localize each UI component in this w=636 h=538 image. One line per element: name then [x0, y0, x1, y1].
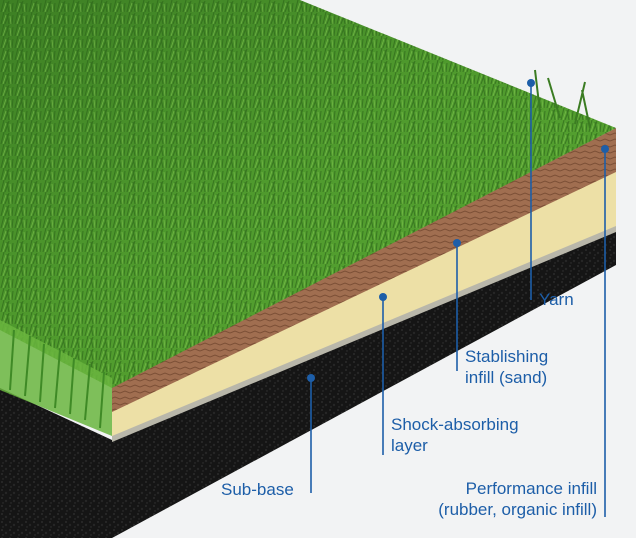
sub-base-marker-dot: [307, 374, 315, 382]
stabilishing-label-line1: Stablishing: [465, 347, 549, 366]
sand-infill-layer: [112, 170, 616, 436]
shock-absorbing-marker-dot: [379, 293, 387, 301]
yarn-label-text: Yarn: [539, 290, 574, 309]
sub-base-label: Sub-base: [221, 479, 294, 500]
sub-base-layer: [0, 230, 616, 538]
performance-infill-layer: [112, 128, 616, 412]
performance-marker-dot: [601, 145, 609, 153]
performance-label-line2: (rubber, organic infill): [438, 500, 597, 519]
yarn-label: Yarn: [539, 289, 574, 310]
performance-label-line1: Performance infill: [465, 479, 597, 498]
sub-base-label-text: Sub-base: [221, 480, 294, 499]
shock-absorbing-label-line1: Shock-absorbing: [391, 415, 519, 434]
performance-infill-label: Performance infill (rubber, organic infi…: [402, 478, 597, 520]
leader-lines: [310, 83, 606, 517]
stabilishing-infill-label: Stablishing infill (sand): [465, 346, 548, 388]
shock-absorbing-label-line2: layer: [391, 436, 428, 455]
stabilishing-marker-dot: [453, 239, 461, 247]
stabilishing-label-line2: infill (sand): [465, 368, 548, 387]
yarn-marker-dot: [527, 79, 535, 87]
shock-absorbing-label: Shock-absorbing layer: [391, 414, 519, 456]
